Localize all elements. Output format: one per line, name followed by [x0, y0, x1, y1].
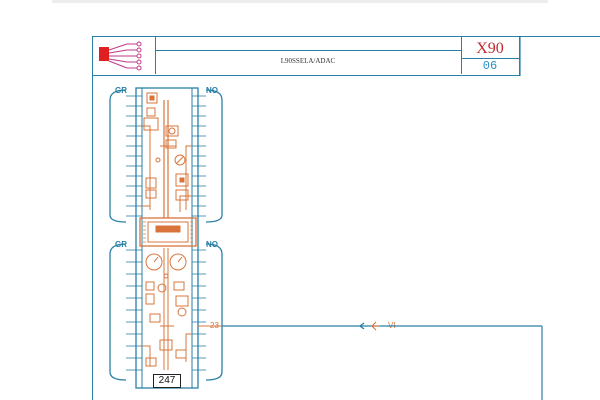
title-block-main-cell: L90SSELA/ADAC — [155, 37, 462, 74]
connector-code: X90 — [476, 40, 504, 57]
title-block-code-cell: X90 06 — [461, 37, 519, 74]
title-block-logo-cell — [93, 37, 156, 74]
connector-logo-icon — [99, 41, 142, 71]
connector-body — [135, 87, 199, 389]
top-scroll-strip — [52, 0, 548, 3]
sheet-number: 06 — [482, 59, 498, 73]
drawing-title: L90SSELA/ADAC — [280, 57, 336, 65]
component-number-box: 247 — [153, 374, 181, 388]
title-block: L90SSELA/ADAC X90 06 — [92, 36, 520, 76]
